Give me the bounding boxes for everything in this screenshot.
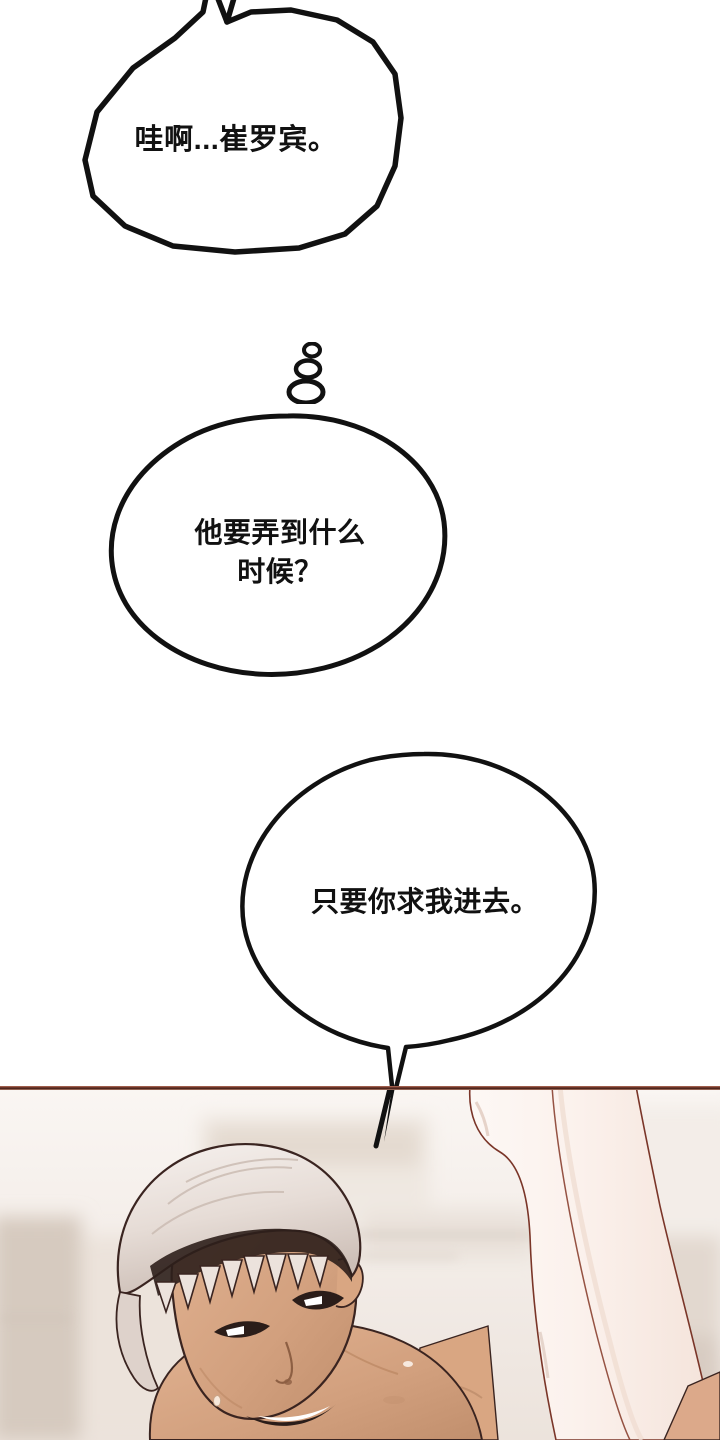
thought-oval-medium	[293, 358, 323, 380]
sweat-drop	[213, 1395, 221, 1407]
speech-bubble-1	[82, 0, 404, 255]
bubble-1-tail	[224, 0, 237, 25]
character-head	[115, 1143, 364, 1426]
nose	[275, 1341, 294, 1384]
foreground-limb	[468, 1086, 717, 1440]
hair-side-lock	[115, 1290, 160, 1392]
background-rails	[0, 1232, 540, 1321]
thought-oval-large	[286, 378, 326, 404]
right-eye-highlight	[304, 1296, 322, 1306]
comic-art-panel	[0, 1086, 720, 1440]
limb-crease	[474, 1101, 490, 1137]
sweat-highlight-shoulder	[403, 1361, 413, 1367]
bangs-shadow-band	[150, 1228, 352, 1296]
bubble-3-outline-with-tail	[240, 751, 597, 1145]
bubble-3-tail-overlap	[373, 1086, 396, 1149]
limb-highlight	[557, 1086, 645, 1440]
teeth	[258, 1406, 330, 1421]
bubble-1-text: 哇啊...崔罗宾。	[134, 124, 338, 156]
limb-crease-2	[538, 1331, 550, 1379]
panel-divider-line	[0, 1086, 720, 1090]
left-eye-highlight	[226, 1326, 244, 1336]
shoulder-shade	[383, 1396, 405, 1404]
eyes	[214, 1290, 344, 1338]
bubble-1-outline	[82, 0, 404, 255]
thought-oval-small	[302, 342, 322, 359]
panel-artwork	[0, 1086, 720, 1440]
thought-bubble-2	[108, 413, 448, 677]
jaw-shade	[199, 1367, 243, 1409]
bubble-2-outline	[108, 413, 448, 677]
bubble-2-text: 他要弄到什么 时候？	[194, 517, 366, 587]
bubble-3-text: 只要你求我进去。	[310, 886, 539, 917]
bangs-strands	[154, 1253, 330, 1315]
limb-inner-line	[551, 1086, 631, 1440]
hair-highlights	[151, 1157, 299, 1235]
right-skin-wedge	[663, 1371, 720, 1440]
thought-trail-ovals	[286, 342, 326, 404]
nostril	[284, 1379, 292, 1385]
